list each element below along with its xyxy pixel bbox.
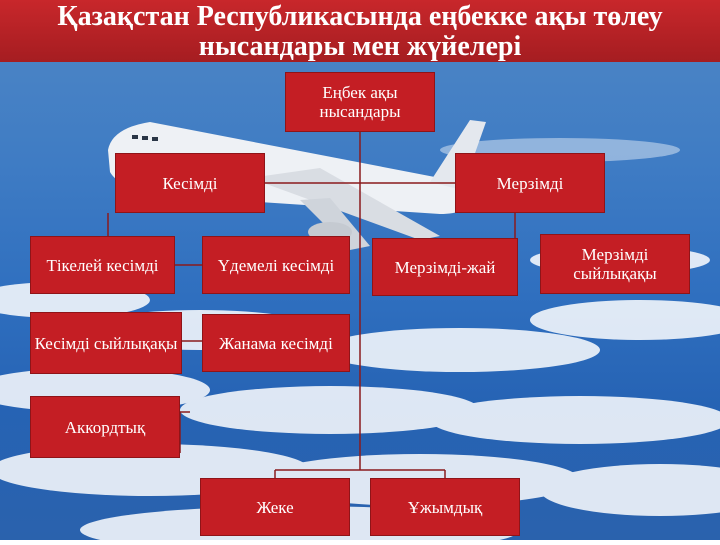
node-uzhymdyk: Ұжымдық xyxy=(370,478,520,536)
node-merzimdi-zhai: Мерзімді-жай xyxy=(372,238,518,296)
node-udemeli-kesimdi: Үдемелі кесімді xyxy=(202,236,350,294)
node-zheke: Жеке xyxy=(200,478,350,536)
node-merzimdi-syilykaky: Мерзімді сыйлықақы xyxy=(540,234,690,294)
node-kesimdi: Кесімді xyxy=(115,153,265,213)
node-zhanama-kesimdi: Жанама кесімді xyxy=(202,314,350,372)
title-bar xyxy=(0,0,720,62)
slide-title-line-1: Қазақстан Республикасында еңбекке ақы тө… xyxy=(57,1,663,32)
slide-title-line-2: нысандары мен жүйелері xyxy=(198,31,522,62)
node-merzimdi: Мерзімді xyxy=(455,153,605,213)
node-kesimdi-syilykaky: Кесімді сыйлықақы xyxy=(30,312,182,374)
node-tikeley-kesimdi: Тікелей кесімді xyxy=(30,236,175,294)
node-root: Еңбек ақы нысандары xyxy=(285,72,435,132)
node-akkordtyk: Аккордтық xyxy=(30,396,180,458)
slide-title: Қазақстан Республикасында еңбекке ақы тө… xyxy=(0,2,720,62)
